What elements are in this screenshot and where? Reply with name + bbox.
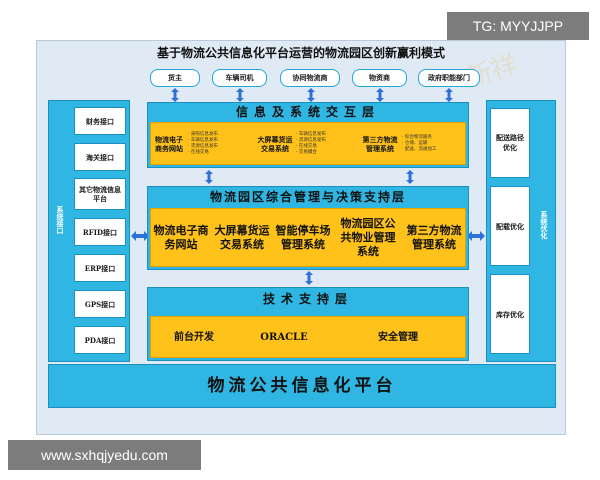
left-panel-label: 系统接口 [56,206,65,234]
top-box-material-supplier: 物资商 [352,69,407,87]
double-arrow-icon [303,270,315,286]
interface-item-pda: PDA接口 [74,326,126,354]
double-arrow-icon [169,87,181,103]
interface-item-gps: GPS接口 [74,290,126,318]
optimization-item-inventory: 库存优化 [490,274,530,354]
info-cell-freight-details: · 车辆信息发布 · 货源信息发布 · 在线交易 · 交易撮合 [296,131,326,155]
interface-item-other-platform: 其它物流信息平台 [74,178,126,210]
layer-tech-support-title: 技术支持层 [148,290,468,308]
layer-info-interaction-content [150,122,466,165]
mgmt-cell-freight-screen: 大屏幕货运交易系统 [214,210,270,265]
info-cell-ecommerce-details: · 采购信息发布 · 车辆信息发布 · 货源信息发布 · 在线交易 [188,131,218,155]
mgmt-cell-property-management: 物流园区公共物业管理系统 [336,210,400,265]
layer-park-management-title: 物流园区综合管理与决策支持层 [148,189,468,205]
right-panel-label: 系统优化 [540,211,549,239]
double-arrow-icon [203,169,215,185]
top-box-cargo-owner: 货主 [150,69,200,87]
interface-item-customs: 海关接口 [74,143,126,171]
tech-cell-oracle: ORACLE [240,320,328,354]
double-arrow-icon [374,87,386,103]
top-box-government: 政府职能部门 [418,69,480,87]
tech-cell-frontend: 前台开发 [156,320,232,354]
info-cell-ecommerce-site: 物流电子商务网站 [152,124,186,163]
bottom-platform-bar: 物流公共信息化平台 [48,364,556,408]
mgmt-cell-smart-parking: 智能停车场管理系统 [275,210,331,265]
optimization-item-loading: 配载优化 [490,186,530,266]
mgmt-cell-ecommerce-site: 物流电子商务网站 [153,210,209,265]
info-cell-3pl-details: · 综合物流服务 · 仓储、运输 · 配送、流通加工 [402,134,437,152]
interface-item-erp: ERP接口 [74,254,126,282]
double-arrow-icon [404,169,416,185]
tg-overlay-tag: TG: MYYJJPP [447,12,589,40]
optimization-item-route: 配送路径优化 [490,108,530,178]
mgmt-cell-3pl-system: 第三方物流管理系统 [404,210,464,265]
interface-item-rfid: RFID接口 [74,218,126,246]
double-arrow-icon [466,227,486,241]
diagram-title: 基于物流公共信息化平台运营的物流园区创新赢利模式 [156,46,445,60]
site-overlay-tag: www.sxhqjyedu.com [8,440,201,470]
double-arrow-icon [443,87,455,103]
tech-cell-security: 安全管理 [336,320,460,354]
double-arrow-icon [234,87,246,103]
top-box-logistics-partner: 协同物流商 [280,69,340,87]
layer-info-interaction-title: 信息及系统交互层 [148,104,468,120]
interface-item-finance: 财务接口 [74,107,126,135]
double-arrow-icon [305,87,317,103]
info-cell-3pl-system: 第三方物流管理系统 [360,124,400,163]
top-box-vehicle-driver: 车辆司机 [212,69,267,87]
info-cell-freight-screen: 大屏幕货运交易系统 [256,124,294,163]
double-arrow-icon [130,227,150,241]
